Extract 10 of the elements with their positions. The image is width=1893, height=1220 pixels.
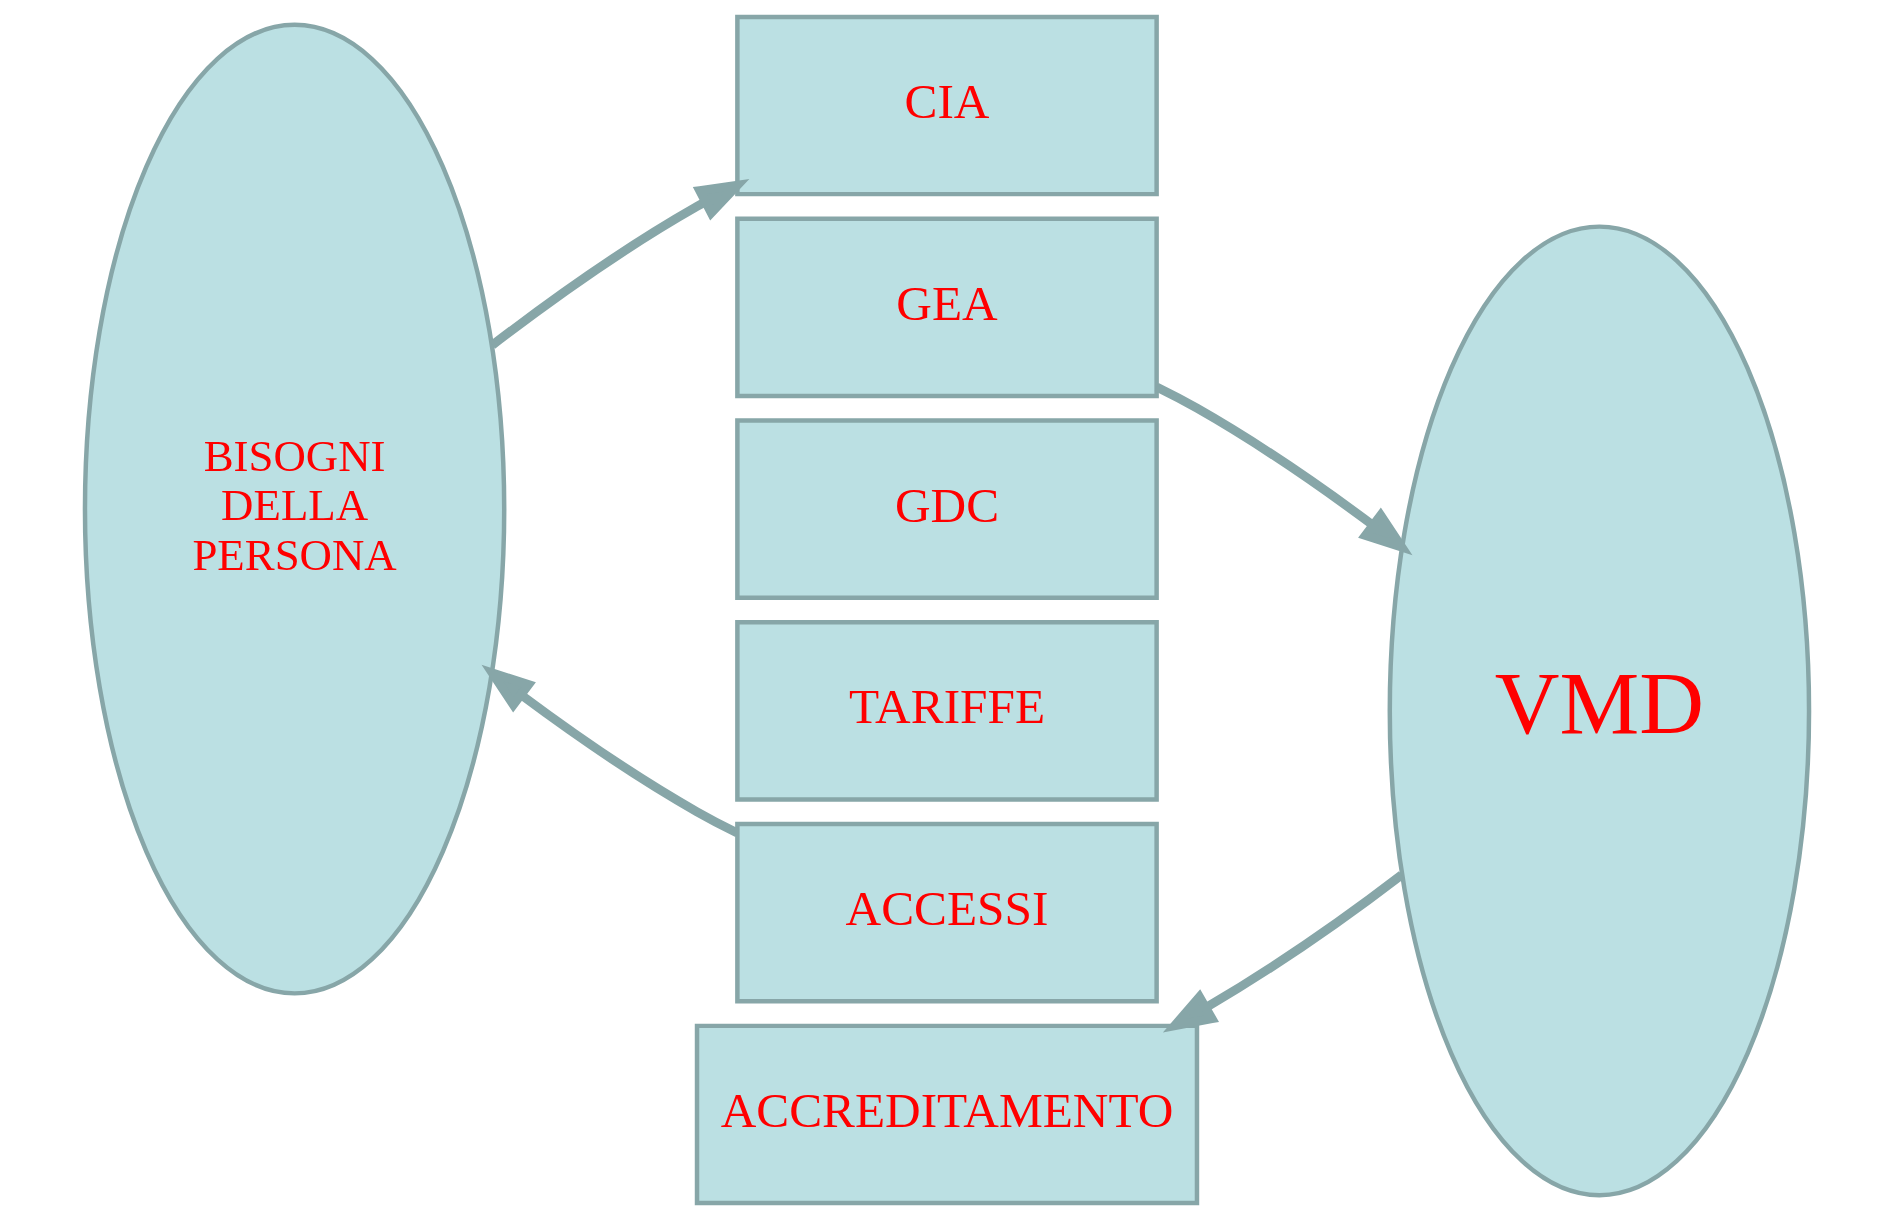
node-box: CIA <box>734 14 1159 197</box>
node-box: TARIFFE <box>734 620 1159 802</box>
arrow <box>481 664 739 837</box>
arrow <box>1162 871 1404 1033</box>
node-box: ACCREDITAMENTO <box>694 1023 1199 1206</box>
node-box: ACCESSI <box>734 821 1159 1004</box>
node-ellipse: BISOGNI DELLA PERSONA <box>82 22 506 996</box>
node-box: GDC <box>734 418 1159 600</box>
node-box: GEA <box>734 216 1159 399</box>
node-ellipse: VMD <box>1387 224 1811 1198</box>
